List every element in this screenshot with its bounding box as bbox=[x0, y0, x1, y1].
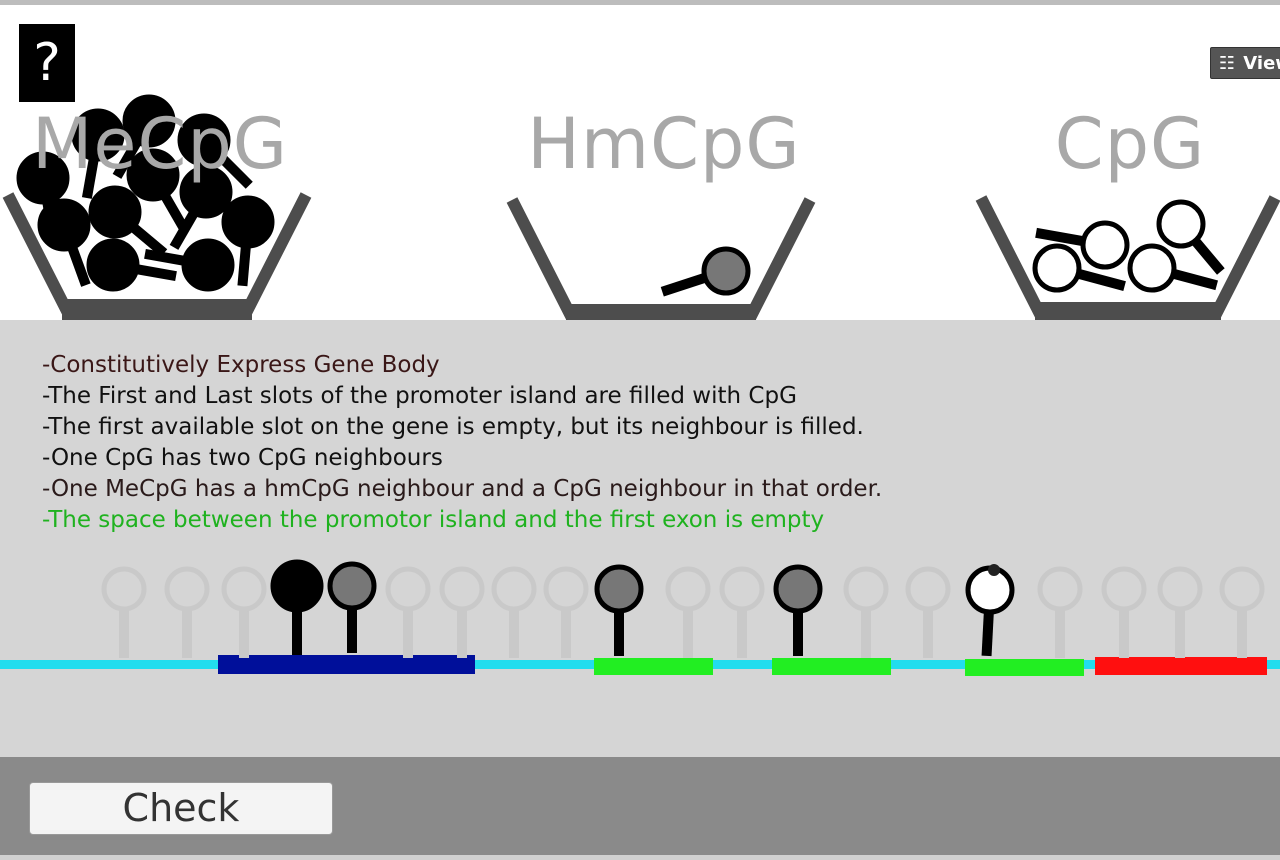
hmcpg-bin-label: HmCpG bbox=[527, 103, 801, 185]
pin-stem bbox=[1035, 227, 1087, 247]
pin-head bbox=[1127, 243, 1177, 293]
hmcpg-piece[interactable] bbox=[660, 246, 751, 297]
pin-stem bbox=[1190, 236, 1225, 275]
pin-head bbox=[1032, 243, 1082, 293]
view-button[interactable]: ☷ View bbox=[1210, 47, 1280, 79]
pin-stem bbox=[1075, 268, 1126, 291]
rules-list: -Constitutively Express Gene Body -The F… bbox=[42, 350, 882, 536]
pin-head bbox=[181, 238, 235, 292]
pin-stem bbox=[660, 272, 709, 297]
pin-stem bbox=[144, 248, 188, 267]
hmcpg-bin bbox=[506, 197, 816, 324]
top-border bbox=[0, 0, 1280, 5]
cpg-piece[interactable] bbox=[1035, 220, 1130, 270]
pin-stem bbox=[237, 243, 252, 287]
pin-head bbox=[122, 94, 176, 148]
pin-stem bbox=[159, 191, 190, 233]
rule-item: -One CpG has two CpG neighbours bbox=[42, 445, 443, 471]
cpg-piece[interactable] bbox=[1156, 199, 1225, 275]
rule-item: -One MeCpG has a hmCpG neighbour and a C… bbox=[42, 476, 883, 502]
pin-stem bbox=[66, 243, 91, 287]
pin-stem bbox=[128, 222, 168, 257]
mecpg-piece[interactable] bbox=[88, 185, 168, 257]
pin-head bbox=[37, 198, 91, 252]
mecpg-piece[interactable] bbox=[86, 238, 177, 292]
view-button-label: View bbox=[1243, 53, 1280, 74]
pin-stem bbox=[169, 208, 200, 250]
bottom-border bbox=[0, 855, 1280, 860]
cpg-piece[interactable] bbox=[1127, 243, 1219, 293]
pin-head bbox=[1080, 220, 1130, 270]
pin-stem bbox=[81, 155, 100, 199]
puzzle-panel bbox=[0, 320, 1280, 757]
pin-head bbox=[221, 195, 275, 249]
pin-stem bbox=[1170, 268, 1219, 291]
rule-item: -The first available slot on the gene is… bbox=[42, 414, 864, 440]
pin-head bbox=[177, 113, 231, 167]
mecpg-bin-floor bbox=[62, 299, 252, 321]
cpg-bin bbox=[975, 195, 1280, 322]
pin-head bbox=[16, 151, 70, 205]
pin-stem bbox=[133, 263, 177, 282]
mecpg-piece[interactable] bbox=[144, 238, 235, 292]
rule-item: -Constitutively Express Gene Body bbox=[42, 352, 440, 378]
mecpg-piece[interactable] bbox=[112, 94, 176, 179]
cpg-piece[interactable] bbox=[1032, 243, 1126, 293]
mecpg-piece[interactable] bbox=[177, 113, 253, 189]
pin-head bbox=[1156, 199, 1206, 249]
rule-item: -The First and Last slots of the promote… bbox=[42, 383, 797, 409]
pin-head bbox=[126, 148, 180, 202]
pin-head bbox=[179, 165, 233, 219]
mecpg-piece[interactable] bbox=[169, 165, 233, 250]
mecpg-bin-label: MeCpG bbox=[31, 103, 288, 185]
pin-head bbox=[701, 246, 751, 296]
pin-stem bbox=[112, 137, 143, 179]
mecpg-piece[interactable] bbox=[126, 148, 190, 233]
mecpg-piece[interactable] bbox=[37, 198, 91, 287]
pin-stem bbox=[216, 152, 253, 189]
check-button[interactable]: Check bbox=[29, 782, 333, 835]
pin-head bbox=[88, 185, 142, 239]
help-button[interactable]: ? bbox=[19, 24, 75, 102]
pin-head bbox=[71, 108, 125, 162]
pin-head bbox=[86, 238, 140, 292]
mecpg-piece[interactable] bbox=[221, 195, 275, 287]
rule-item: -The space between the promotor island a… bbox=[42, 507, 825, 533]
mecpg-piece[interactable] bbox=[71, 108, 125, 199]
itch-io-icon: ☷ bbox=[1218, 53, 1236, 74]
cpg-bin-label: CpG bbox=[1054, 103, 1206, 185]
cpg-bin-floor bbox=[1035, 302, 1221, 324]
